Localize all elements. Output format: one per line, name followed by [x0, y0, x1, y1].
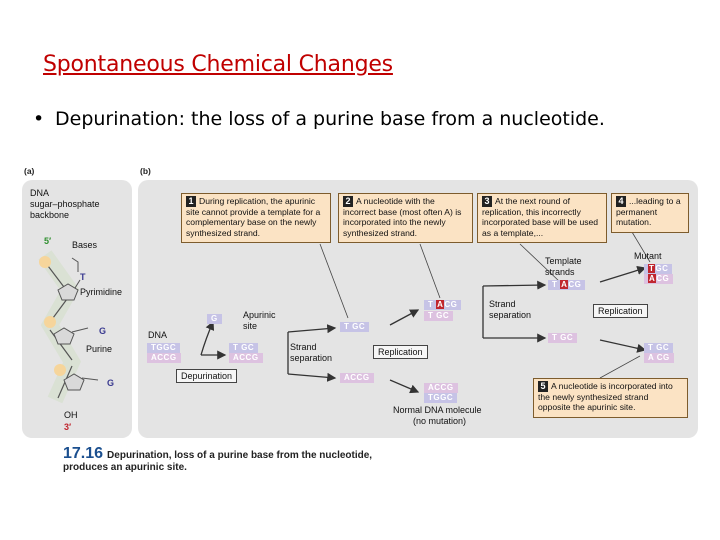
depurination-label: Depurination — [176, 369, 238, 383]
template-label-2: strands — [545, 267, 575, 277]
strand-separation-1a: Strand — [290, 342, 317, 352]
purine-label: Purine — [86, 344, 113, 354]
normal-strand-top: ACCG — [424, 383, 458, 393]
template-strand-cg: CG — [568, 280, 582, 289]
apurinic-label-2: site — [243, 321, 258, 331]
backbone-label-2: sugar–phosphate — [30, 199, 100, 209]
normal-strand-bottom: TGGC — [424, 393, 458, 403]
normal-dna-label: Normal DNA molecule — [393, 405, 482, 415]
base-letter-g1: G — [99, 326, 107, 336]
replication-label-2: Replication — [593, 304, 648, 318]
mid-strand-top-t: T — [428, 300, 434, 309]
replication-label-1: Replication — [373, 345, 428, 359]
mid-strand-top: T ACG — [424, 300, 462, 310]
mid-strand-bottom: T GC — [424, 311, 454, 321]
panel-b-label: (b) — [140, 166, 151, 176]
mutant-strand-top-t: T — [648, 264, 656, 273]
mid-strand-mutation: A — [436, 300, 445, 309]
bases-label: Bases — [72, 240, 98, 250]
note-5-text: A nucleotide is incorporated into the ne… — [538, 381, 673, 412]
note-3-text: At the next round of replication, this i… — [482, 196, 599, 238]
dna-strand-top: TGGC — [147, 343, 181, 353]
three-prime-label: 3′ — [64, 422, 72, 432]
note-1-text: During replication, the apurinic site ca… — [186, 196, 321, 238]
oh-label: OH — [64, 410, 78, 420]
pyrimidine-label: Pyrimidine — [80, 287, 123, 297]
mutant-strand-bottom-cg: CG — [656, 274, 670, 283]
mid-strand-top-cg: CG — [444, 300, 458, 309]
slide-title: Spontaneous Chemical Changes — [43, 52, 393, 77]
bullet-item: • Depurination: the loss of a purine base… — [33, 108, 605, 130]
apurinic-strand-top: T GC — [229, 343, 259, 353]
note-1-number: 1 — [186, 196, 196, 207]
template-strand-mutation: A — [560, 280, 569, 289]
backbone-label-3: backbone — [30, 210, 70, 220]
template-label-1: Template — [545, 256, 582, 266]
no-mutation-label: (no mutation) — [413, 416, 467, 426]
backbone-label-1: DNA — [30, 188, 50, 198]
base-letter-g2: G — [107, 378, 115, 388]
mutant-strand-top-gc: GC — [655, 264, 669, 273]
template-strand-bottom: T GC — [548, 333, 578, 343]
note-2-text: A nucleotide with the incorrect base (mo… — [343, 196, 462, 238]
note-4-number: 4 — [616, 196, 626, 207]
mutant-strand-bottom: ACG — [644, 274, 674, 284]
caption-line-2: produces an apurinic site. — [63, 462, 187, 473]
figure-number: 17.16 — [63, 445, 104, 462]
note-5-number: 5 — [538, 381, 548, 392]
note-3-number: 3 — [482, 196, 492, 207]
template-strand-t: T — [552, 280, 558, 289]
bullet-dot: • — [33, 108, 45, 130]
panel-a-label: (a) — [24, 166, 35, 176]
panel-a — [22, 180, 132, 438]
dna-label: DNA — [148, 330, 168, 340]
mutant-strand-bottom-a: A — [648, 274, 657, 283]
removed-base: G — [207, 314, 222, 324]
apurinic-strand-bottom: ACCG — [229, 353, 263, 363]
sep-strand-bottom: ACCG — [340, 373, 374, 383]
sep-strand-top: T GC — [340, 322, 370, 332]
note-4-text: ...leading to a permanent mutation. — [616, 196, 681, 227]
mutant-label: Mutant — [634, 251, 662, 261]
five-prime-label: 5′ — [44, 236, 52, 246]
apurinic-label-1: Apurinic — [243, 310, 276, 320]
mutant-strand-top: TGC — [644, 264, 673, 274]
bullet-text: Depurination: the loss of a purine base … — [55, 108, 605, 130]
template-strand-top: T ACG — [548, 280, 586, 290]
base-letter-t: T — [80, 272, 86, 282]
dna-strand-bottom: ACCG — [147, 353, 181, 363]
lower-right-strand-bottom: A CG — [644, 353, 674, 363]
caption-line-1: Depurination, loss of a purine base from… — [107, 450, 373, 461]
note-4: 4...leading to a permanent mutation. — [611, 193, 689, 233]
strand-separation-2b: separation — [489, 310, 532, 320]
strand-separation-1b: separation — [290, 353, 333, 363]
strand-separation-2a: Strand — [489, 299, 516, 309]
note-2-number: 2 — [343, 196, 353, 207]
lower-right-strand-top: T GC — [644, 343, 674, 353]
